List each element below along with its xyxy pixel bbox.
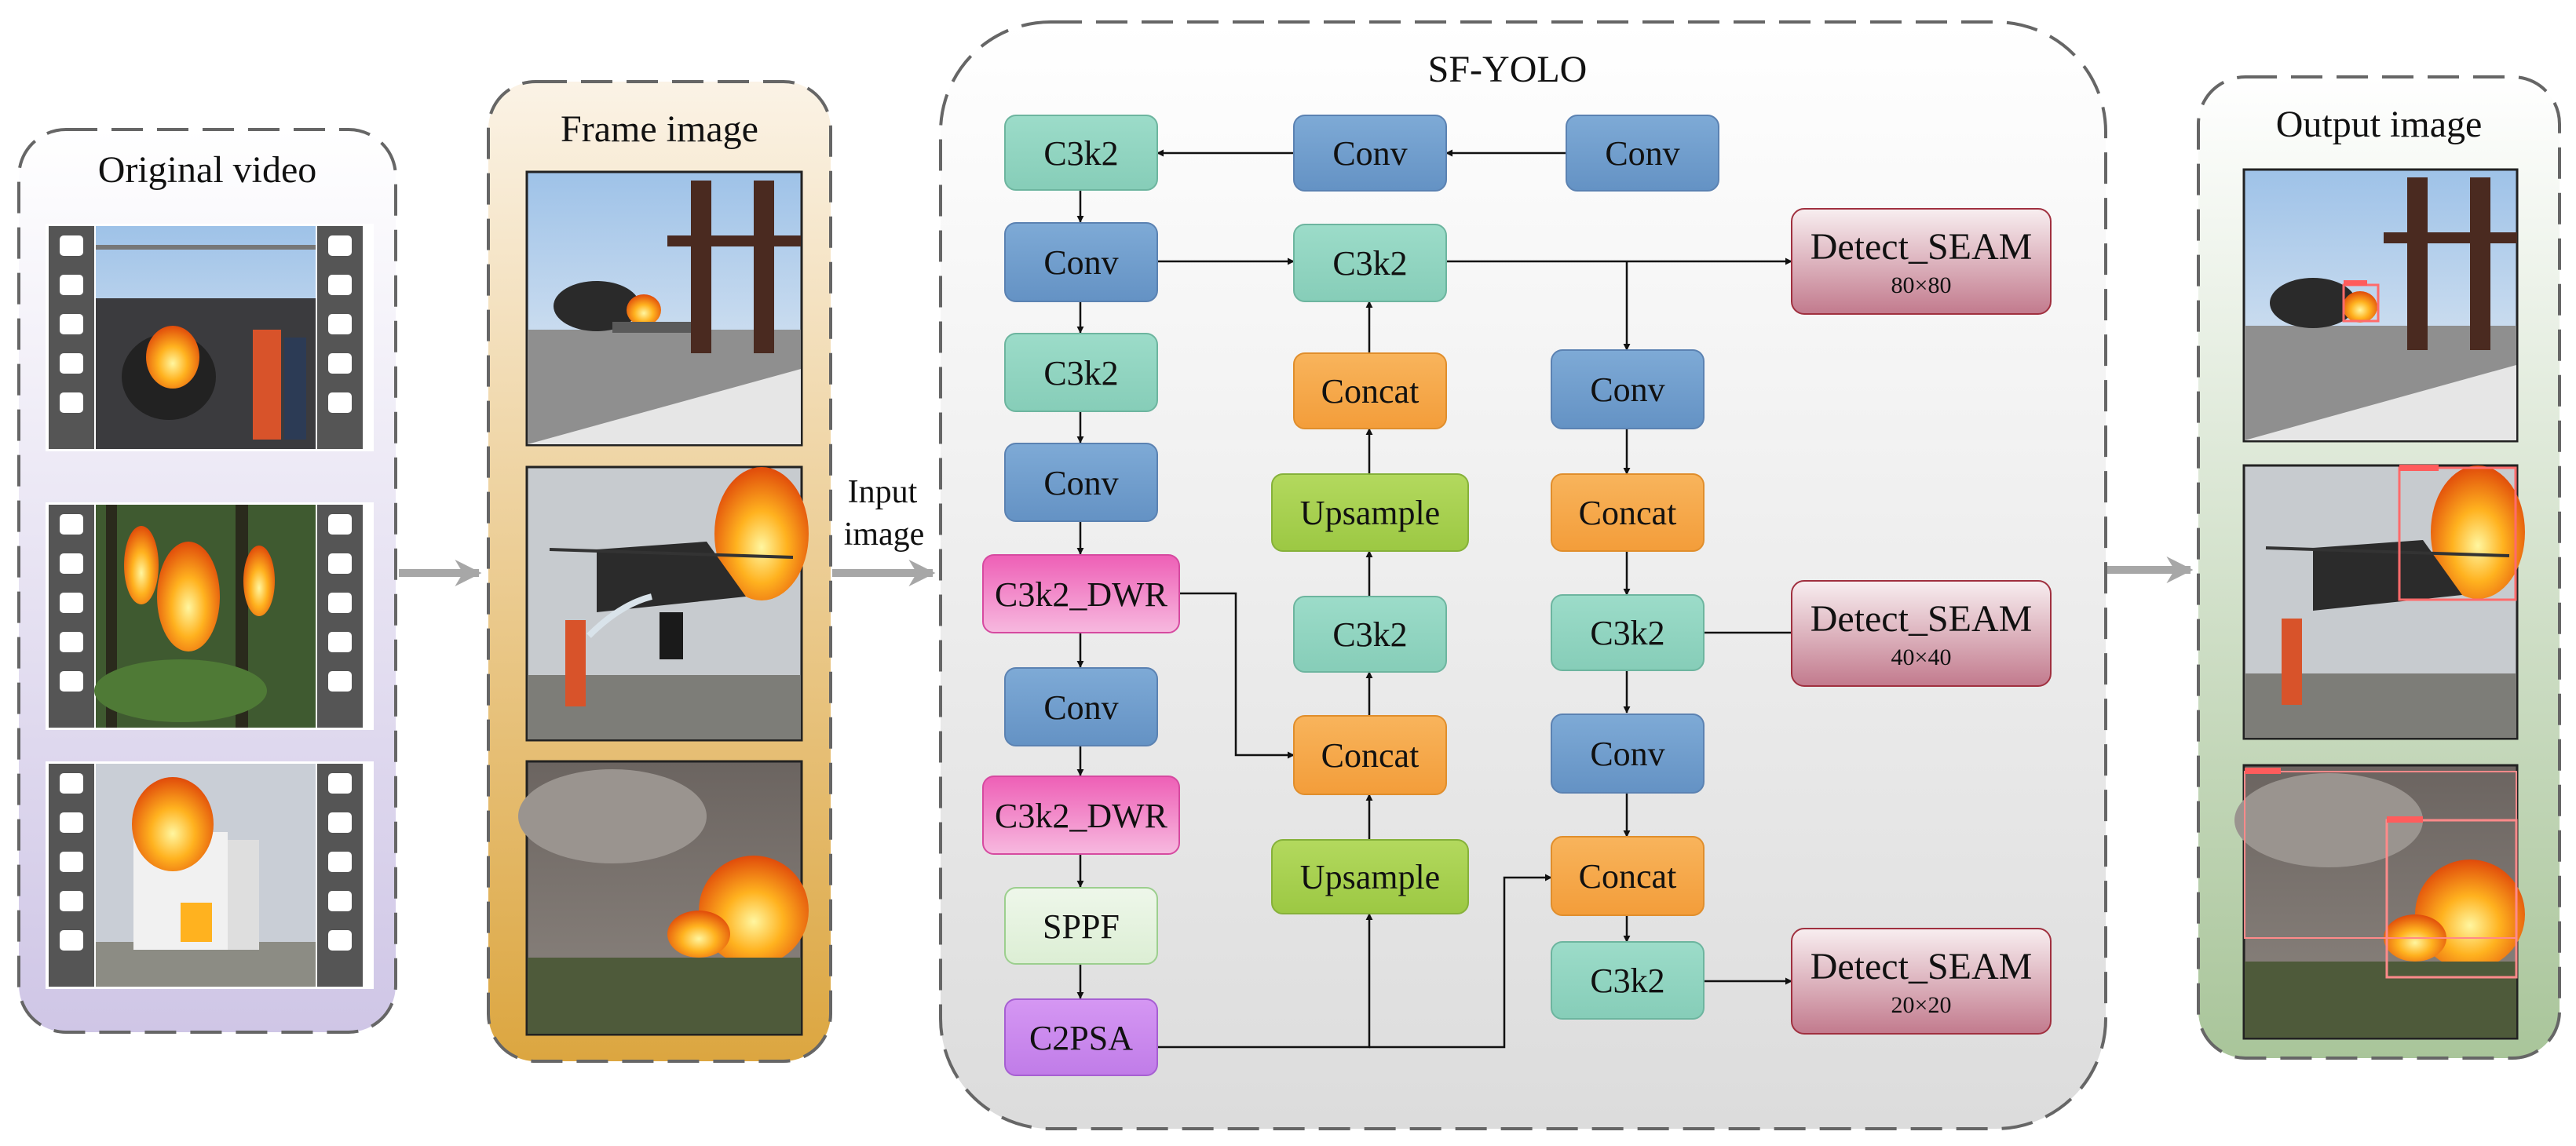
- panel-original-video-title: Original video: [98, 149, 317, 191]
- block-sppf: SPPF: [1004, 887, 1158, 965]
- block-c3k2-1-label: C3k2: [1043, 354, 1118, 392]
- block-concat-r2-label: Concat: [1579, 857, 1677, 896]
- panel-frame-image-title: Frame image: [561, 108, 758, 150]
- block-upsample-2-label: Upsample: [1300, 858, 1440, 896]
- block-c3k2-mid-top: C3k2: [1293, 224, 1447, 302]
- video-frame-2: [46, 502, 374, 730]
- panel-output-image: Output image: [2197, 75, 2561, 1060]
- output-image-3: [2234, 764, 2525, 1040]
- block-conv-2: Conv: [1004, 443, 1158, 522]
- block-c3k2-dwr-2: C3k2_DWR: [982, 776, 1180, 855]
- connectors: [1076, 149, 1792, 1049]
- detection-box-4: [2244, 771, 2517, 939]
- block-conv-top-right-label: Conv: [1605, 134, 1679, 173]
- block-detect-seam-3-label: Detect_SEAM: [1811, 946, 2033, 987]
- frame-image-1: [525, 170, 803, 447]
- input-label-line-1: Input: [848, 474, 918, 510]
- block-c3k2-mid-2: C3k2: [1293, 596, 1447, 673]
- block-conv-3-label: Conv: [1043, 688, 1118, 727]
- block-concat-r1: Concat: [1551, 473, 1705, 552]
- frame-image-3: [518, 760, 809, 1036]
- edge-dwr1-to-concat2: [1179, 592, 1295, 759]
- block-upsample-2: Upsample: [1271, 839, 1469, 914]
- block-detect-seam-1-label: Detect_SEAM: [1811, 226, 2033, 268]
- block-detect-seam-2-label: Detect_SEAM: [1811, 598, 2033, 640]
- block-concat-mid-2: Concat: [1293, 715, 1447, 795]
- block-concat-r2: Concat: [1551, 836, 1705, 916]
- block-conv-r1: Conv: [1551, 349, 1705, 429]
- block-conv-3: Conv: [1004, 667, 1158, 746]
- block-detect-seam-2: Detect_SEAM 40×40: [1791, 580, 2052, 687]
- block-detect-seam-3: Detect_SEAM 20×20: [1791, 928, 2052, 1035]
- panel-original-video: Original video: [17, 128, 397, 1034]
- block-concat-mid-1-label: Concat: [1321, 372, 1420, 411]
- block-c3k2-dwr-1-label: C3k2_DWR: [995, 575, 1168, 614]
- block-c3k2-r1-label: C3k2: [1590, 614, 1664, 652]
- block-c3k2-r2: C3k2: [1551, 941, 1705, 1020]
- block-concat-r1-label: Concat: [1579, 494, 1677, 532]
- video-frame-3: [46, 761, 374, 989]
- edge-c2psa-to-concat-r2: [1369, 874, 1552, 1049]
- output-image-2: [2242, 464, 2525, 740]
- detection-box-2: [2398, 466, 2517, 601]
- block-conv-top-right: Conv: [1566, 115, 1719, 192]
- block-c2psa: C2PSA: [1004, 998, 1158, 1076]
- block-conv-r2-label: Conv: [1590, 735, 1664, 773]
- block-detect-seam-2-size: 40×40: [1891, 644, 1952, 670]
- block-detect-seam-1-size: 80×80: [1891, 272, 1952, 298]
- block-c3k2-top: C3k2: [1004, 115, 1158, 191]
- panel-sf-yolo: SF-YOLO: [939, 20, 2107, 1130]
- block-c2psa-label: C2PSA: [1029, 1019, 1133, 1057]
- block-c3k2-dwr-1: C3k2_DWR: [982, 554, 1180, 633]
- block-c3k2-r2-label: C3k2: [1590, 962, 1664, 1000]
- block-conv-1-label: Conv: [1043, 243, 1118, 282]
- video-frame-1: [46, 224, 374, 451]
- block-conv-2-label: Conv: [1043, 464, 1118, 502]
- block-sppf-label: SPPF: [1043, 907, 1120, 946]
- panel-frame-image: Frame image: [487, 80, 832, 1063]
- panel-sf-yolo-title: SF-YOLO: [1428, 49, 1588, 90]
- block-c3k2-mid-2-label: C3k2: [1332, 615, 1407, 654]
- block-concat-mid-2-label: Concat: [1321, 736, 1420, 775]
- frame-image-2: [525, 465, 809, 742]
- block-conv-r2: Conv: [1551, 714, 1705, 794]
- panel-output-image-title: Output image: [2276, 104, 2483, 145]
- input-label-line-2: image: [844, 516, 925, 553]
- block-c3k2-mid-top-label: C3k2: [1332, 244, 1407, 283]
- block-concat-mid-1: Concat: [1293, 352, 1447, 429]
- block-detect-seam-3-size: 20×20: [1891, 992, 1952, 1018]
- output-image-1: [2242, 168, 2519, 443]
- block-upsample-1-label: Upsample: [1300, 494, 1440, 532]
- block-conv-1: Conv: [1004, 222, 1158, 302]
- block-c3k2-dwr-2-label: C3k2_DWR: [995, 797, 1168, 835]
- block-c3k2-1: C3k2: [1004, 333, 1158, 412]
- block-detect-seam-1: Detect_SEAM 80×80: [1791, 208, 2052, 315]
- block-conv-r1-label: Conv: [1590, 370, 1664, 409]
- block-conv-top-mid: Conv: [1293, 115, 1447, 192]
- block-conv-top-mid-label: Conv: [1332, 134, 1407, 173]
- block-c3k2-top-label: C3k2: [1043, 134, 1118, 173]
- block-upsample-1: Upsample: [1271, 473, 1469, 552]
- block-c3k2-r1: C3k2: [1551, 594, 1705, 671]
